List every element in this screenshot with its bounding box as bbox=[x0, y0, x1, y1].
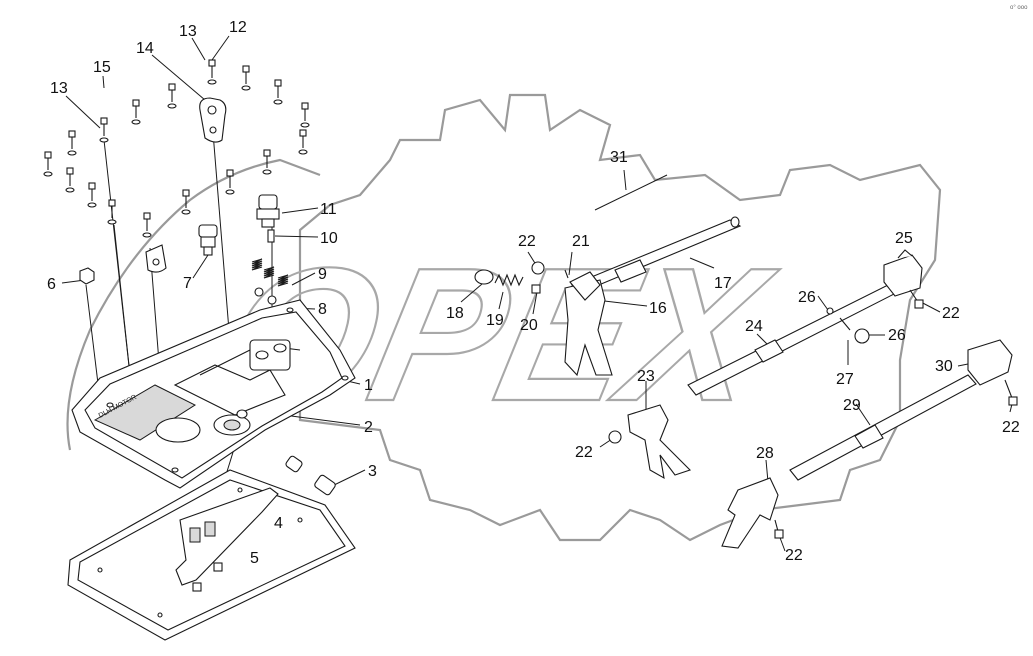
callout-22-e: 22 bbox=[785, 547, 803, 564]
bolt-21 bbox=[564, 269, 569, 279]
callout-24: 24 bbox=[745, 318, 763, 335]
switch-11 bbox=[256, 194, 280, 228]
callout-30: 30 bbox=[935, 358, 953, 375]
oil-guide-4 bbox=[175, 487, 279, 586]
watermark-gear bbox=[66, 93, 942, 542]
callout-labels: 1 2 3 4 5 6 7 8 9 10 11 12 13 13 14 15 1… bbox=[47, 19, 1020, 567]
spring-19 bbox=[494, 273, 524, 287]
nut-22a bbox=[531, 261, 545, 275]
callout-31: 31 bbox=[610, 149, 628, 166]
small-bracket bbox=[145, 244, 167, 273]
plunger-20 bbox=[531, 284, 541, 294]
callout-28: 28 bbox=[756, 445, 774, 462]
callout-21: 21 bbox=[572, 233, 590, 250]
breather-7 bbox=[198, 224, 218, 256]
callout-3: 3 bbox=[368, 463, 377, 480]
callout-23: 23 bbox=[637, 368, 655, 385]
shift-fork-23 bbox=[627, 404, 692, 480]
shift-rod-29 bbox=[789, 374, 977, 481]
callout-1: 1 bbox=[364, 377, 373, 394]
lifting-bracket-14 bbox=[199, 97, 227, 143]
shift-block-25 bbox=[883, 249, 923, 297]
bolt-set bbox=[43, 59, 310, 238]
callout-18: 18 bbox=[446, 305, 464, 322]
callout-12: 12 bbox=[229, 19, 247, 36]
corner-mark: o° ooo bbox=[1010, 5, 1028, 11]
top-cover-1: DLH MOTOR bbox=[71, 299, 356, 489]
callout-14: 14 bbox=[136, 40, 154, 57]
plug-3 bbox=[285, 455, 336, 496]
pin-27 bbox=[839, 317, 851, 331]
callout-26-b: 26 bbox=[888, 327, 906, 344]
callout-16: 16 bbox=[649, 300, 667, 317]
callout-13-top: 13 bbox=[179, 23, 197, 40]
callout-10: 10 bbox=[320, 230, 338, 247]
callout-15: 15 bbox=[93, 59, 111, 76]
bolt-22d bbox=[774, 519, 784, 539]
callout-13-left: 13 bbox=[50, 80, 68, 97]
callout-29: 29 bbox=[843, 397, 861, 414]
callout-27: 27 bbox=[836, 371, 854, 388]
callout-9: 9 bbox=[318, 266, 327, 283]
springs-9 bbox=[251, 258, 289, 305]
pin-10 bbox=[267, 229, 275, 243]
callout-26-a: 26 bbox=[798, 289, 816, 306]
shift-fork-16 bbox=[564, 271, 613, 377]
nut-6 bbox=[79, 267, 95, 285]
callout-8: 8 bbox=[318, 301, 327, 318]
bolts-5 bbox=[192, 562, 223, 592]
callout-11: 11 bbox=[320, 201, 337, 218]
callout-22-b: 22 bbox=[575, 444, 593, 461]
plug-2 bbox=[236, 409, 248, 419]
callout-6: 6 bbox=[47, 276, 56, 293]
callout-25: 25 bbox=[895, 230, 913, 247]
nut-22b bbox=[608, 430, 622, 444]
callout-19: 19 bbox=[486, 312, 504, 329]
callout-17: 17 bbox=[714, 275, 732, 292]
callout-22-c: 22 bbox=[942, 305, 960, 322]
callout-5: 5 bbox=[250, 550, 259, 567]
cap-18 bbox=[474, 269, 494, 285]
bolt-22e bbox=[1004, 379, 1018, 406]
callout-22-d: 22 bbox=[1002, 419, 1020, 436]
bolt-22c bbox=[909, 289, 924, 309]
shift-block-30 bbox=[967, 339, 1013, 386]
callout-2: 2 bbox=[364, 419, 373, 436]
callout-20: 20 bbox=[520, 317, 538, 334]
callout-4: 4 bbox=[274, 515, 283, 532]
shift-fork-28 bbox=[721, 477, 779, 549]
callout-22-a: 22 bbox=[518, 233, 536, 250]
callout-7: 7 bbox=[183, 275, 192, 292]
ball-26 bbox=[826, 307, 870, 344]
